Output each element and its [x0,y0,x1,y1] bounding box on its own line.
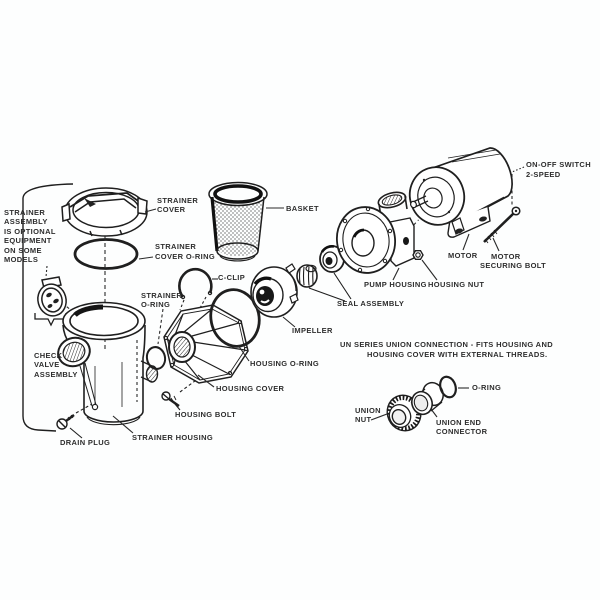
label-pump-housing: PUMP HOUSING [364,279,427,289]
label-leaders [112,207,500,434]
label-strainer-cover-oring-line1: STRAINER [155,242,197,251]
label-union-end-connector-line1: UNION END [436,417,482,427]
label-motor-securing-bolt-line2: SECURING BOLT [480,260,547,270]
impeller-drawing [250,263,299,318]
note-optional-line2: ASSEMBLY [4,217,48,226]
label-basket: BASKET [286,203,319,213]
basket-drawing [208,181,268,262]
note-optional-line1: STRAINER [4,207,46,217]
strainer-oring-drawing [145,308,167,370]
housing-bolt-drawing [161,377,200,411]
label-housing-oring: HOUSING O-RING [250,358,320,368]
union-oring-drawing [439,375,457,399]
note-optional-line6: MODELS [4,255,39,264]
union-note-line2: HOUSING COVER WITH EXTERNAL THREADS. [367,349,548,359]
motor-drawing [408,147,513,238]
on-off-switch-leader [511,166,525,206]
strainer-cover-oring-drawing [73,238,139,270]
strainer-cover-drawing [61,187,148,237]
label-union-nut-line1: UNION [355,405,381,415]
label-check-valve-line1: CHECK [34,350,63,360]
label-union-end-connector-line2: CONNECTOR [436,426,488,436]
label-motor: MOTOR [448,250,478,260]
label-seal-assembly: SEAL ASSEMBLY [337,299,405,308]
motor-securing-bolt-drawing [483,206,521,244]
label-c-clip: C-CLIP [218,272,246,282]
label-union-nut-line2: NUT [355,415,372,424]
label-housing-nut: HOUSING NUT [428,279,485,289]
label-impeller: IMPELLER [292,326,333,335]
label-drain-plug: DRAIN PLUG [60,437,111,447]
label-check-valve-line3: ASSEMBLY [34,369,78,379]
note-optional-line3: IS OPTIONAL [4,226,56,236]
label-check-valve-line2: VALVE [34,360,60,369]
note-optional-line5: ON SOME [4,245,42,255]
c-clip-drawing [178,267,213,311]
label-union-oring: O-RING [472,382,502,392]
label-housing-cover: HOUSING COVER [216,383,285,393]
label-strainer-cover-line1: STRAINER [157,195,199,205]
union-note-line1: UN SERIES UNION CONNECTION - FITS HOUSIN… [340,339,553,349]
note-optional-line4: EQUIPMENT [4,236,52,245]
label-strainer-cover-line2: COVER [157,205,186,214]
label-housing-bolt: HOUSING BOLT [175,410,237,419]
housing-cover-drawing [163,304,249,384]
drain-plug-drawing [56,403,93,439]
label-on-off-switch-line2: 2-SPEED [526,169,561,179]
label-strainer-cover-oring-line2: COVER O-RING [155,251,216,261]
strainer-housing-drawing [57,301,159,426]
label-on-off-switch-line1: ON-OFF SWITCH [526,160,591,169]
pump-housing-drawing [336,191,415,274]
strainer-assembly-bracket [22,183,74,432]
label-strainer-oring-line2: O-RING [141,300,171,309]
housing-nut-drawing [412,249,424,260]
label-strainer-housing: STRAINER HOUSING [132,432,214,442]
seal-assembly-drawing [296,245,352,302]
label-motor-securing-bolt-line1: MOTOR [491,252,521,261]
check-valve-drawing [34,276,67,327]
label-strainer-oring-line1: STRAINER [141,290,183,300]
housing-oring-drawing [209,288,261,348]
